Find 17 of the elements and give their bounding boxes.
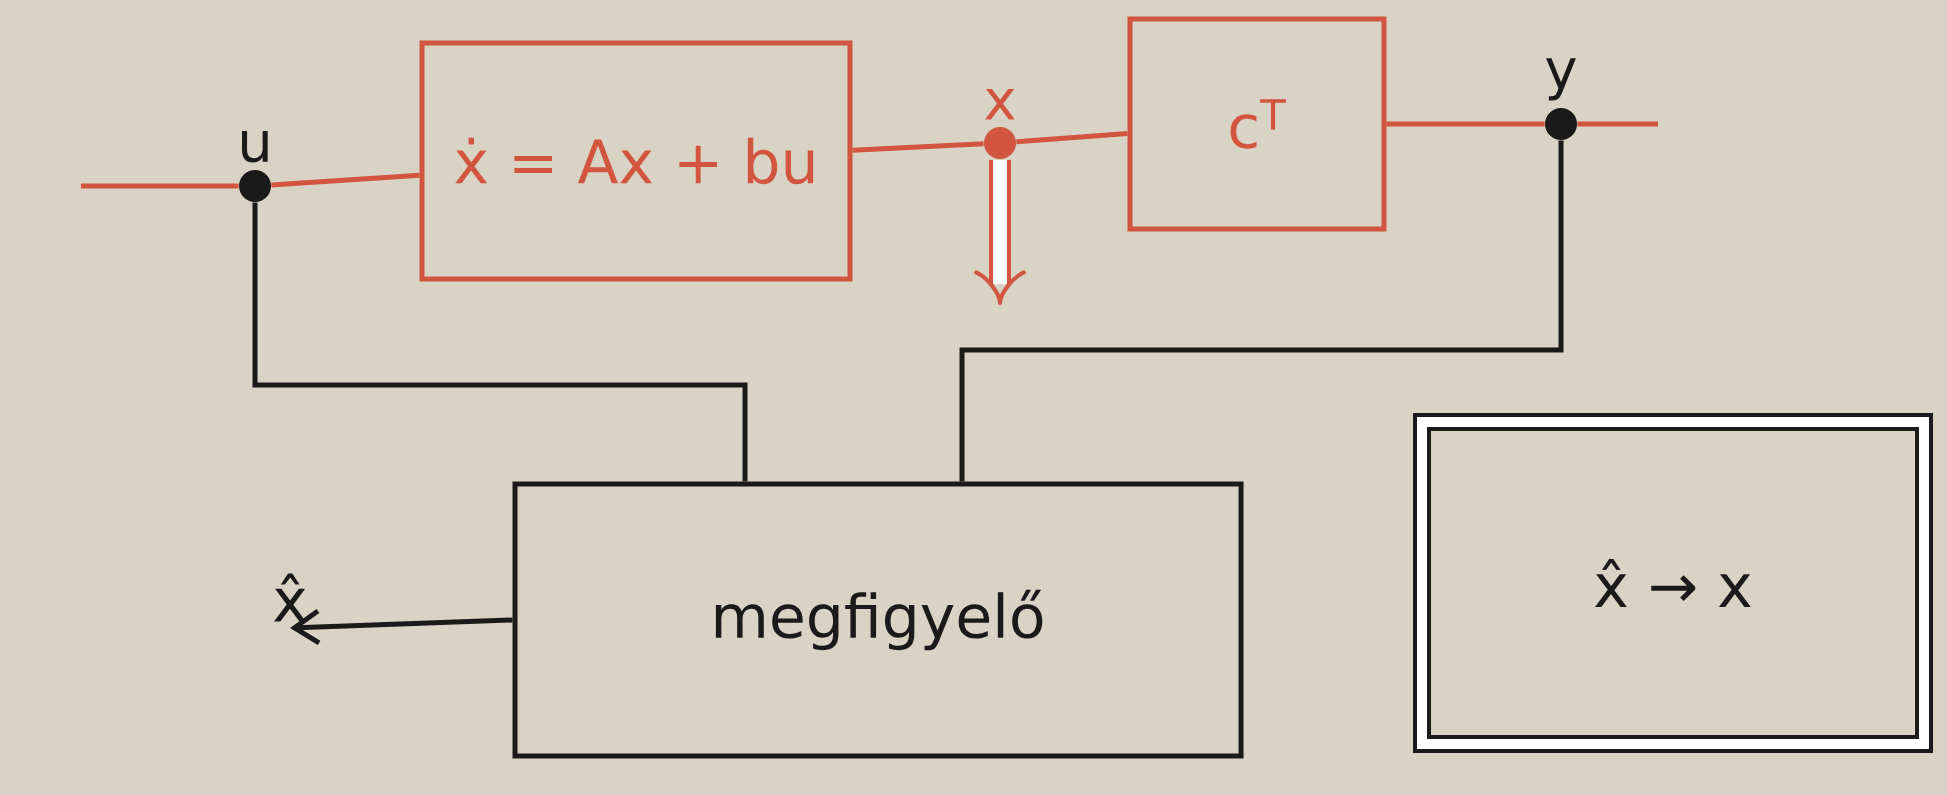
node-label: x <box>985 88 1015 120</box>
signal-line <box>81 183 239 189</box>
signal-label: x̂ <box>274 573 306 622</box>
signal-line <box>1386 121 1545 127</box>
block-box: megfigyelő <box>512 481 1244 759</box>
signal-line <box>271 172 420 188</box>
signal-line <box>290 608 513 646</box>
node-label: u <box>242 130 268 163</box>
signal-line <box>852 141 984 153</box>
block-box: c$^{T}$ <box>1127 16 1387 232</box>
node-label: y <box>1546 58 1576 101</box>
signal-line <box>1016 131 1128 145</box>
signal-line <box>252 202 748 482</box>
double-box: x̂ → x <box>1413 413 1933 753</box>
block-box: ẋ = Ax + bu <box>419 40 853 282</box>
signal-line <box>1577 121 1658 127</box>
signal-line <box>959 140 1564 482</box>
